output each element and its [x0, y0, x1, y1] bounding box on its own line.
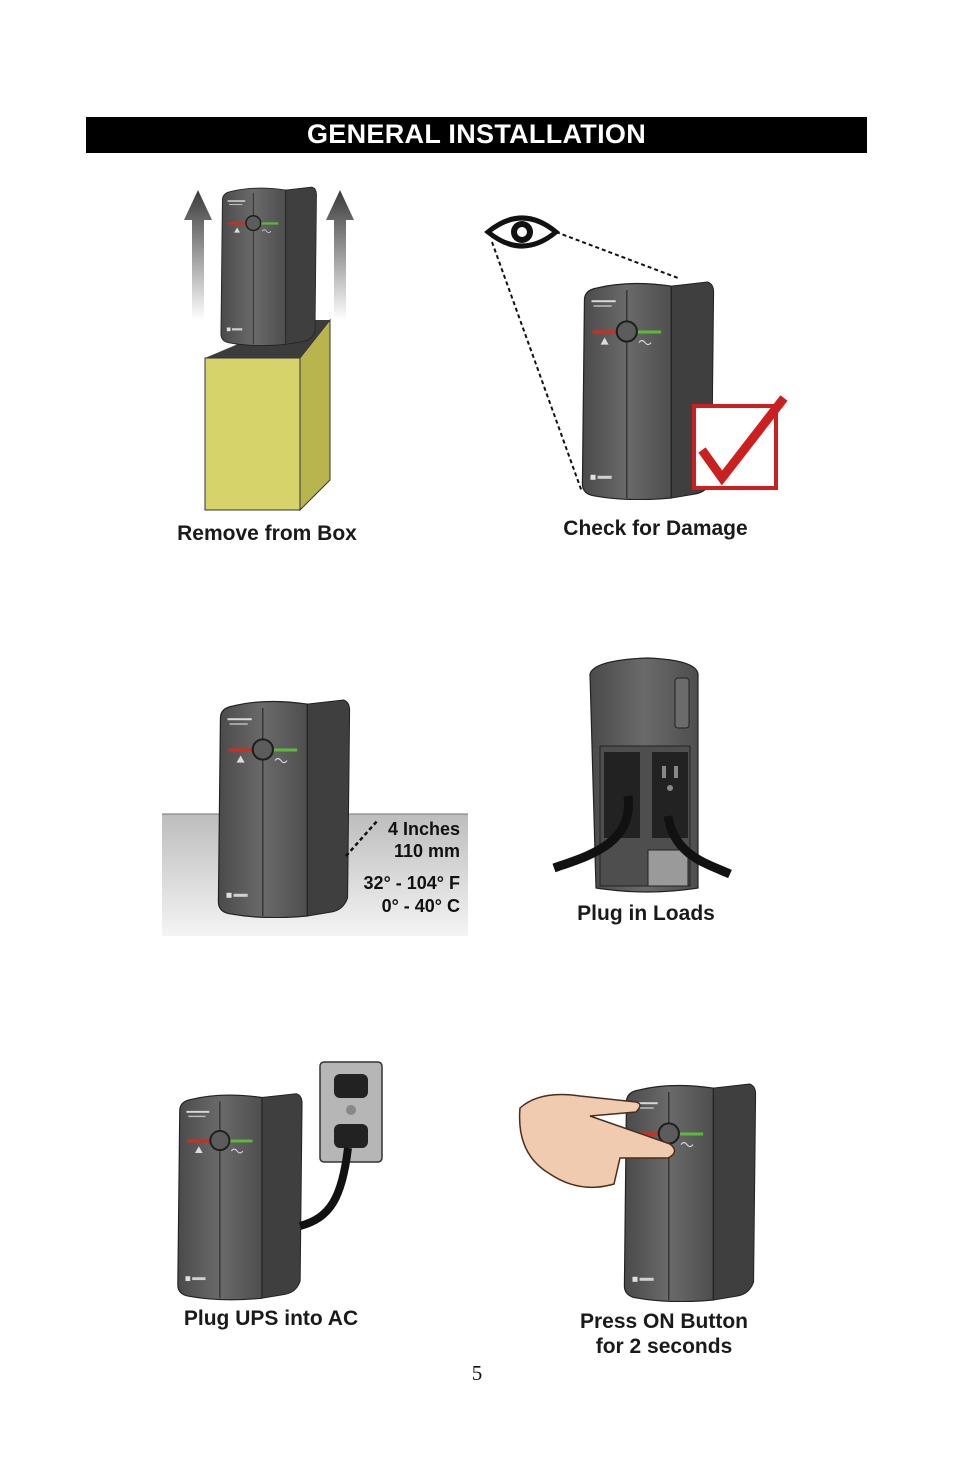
caption-plug-ups-into-ac: Plug UPS into AC: [183, 1307, 359, 1330]
pointing-hand-icon: [518, 1093, 676, 1189]
page-number: 5: [471, 1361, 483, 1385]
step-check-for-damage: [484, 210, 788, 510]
plug-in-loads-illustration: [552, 657, 732, 893]
power-cord: [298, 1147, 352, 1230]
caption-press-on-button-line1: Press ON Button: [579, 1310, 749, 1333]
clearance-illustration: [162, 699, 468, 936]
wall-outlet-icon: [319, 1061, 383, 1163]
section-title: GENERAL INSTALLATION: [307, 119, 646, 149]
eye-icon: [484, 215, 560, 249]
remove-from-box-illustration: [184, 186, 354, 512]
power-cord-right: [663, 815, 732, 879]
header-rule: [86, 152, 867, 153]
up-arrow-left-icon: [184, 190, 212, 320]
power-cord-left: [552, 795, 633, 873]
up-arrow-right-icon: [326, 190, 354, 320]
caption-plug-in-loads: Plug in Loads: [577, 902, 715, 925]
caption-remove-from-box: Remove from Box: [177, 522, 357, 545]
clearance-distance-in: 4 Inches: [387, 819, 460, 839]
plug-into-ac-illustration: [176, 1061, 383, 1301]
caption-check-for-damage: Check for Damage: [563, 517, 748, 540]
step-plug-ups-into-ac: [170, 1058, 390, 1308]
step-remove-from-box: [170, 180, 370, 520]
outlet-icon: [604, 752, 688, 838]
checkmark-icon: [692, 395, 788, 490]
check-for-damage-illustration: [484, 215, 788, 500]
temperature-range-f: 32° - 104° F: [363, 873, 460, 893]
step-plug-in-loads: [548, 656, 738, 898]
press-on-button-illustration: [518, 1083, 757, 1302]
step-press-on-button: [510, 1074, 760, 1306]
section-header-bar: GENERAL INSTALLATION: [86, 117, 867, 152]
step-clearance: [162, 696, 468, 936]
caption-press-on-button-line2: for 2 seconds: [595, 1335, 733, 1358]
temperature-range-c: 0° - 40° C: [381, 896, 460, 916]
clearance-distance-mm: 110 mm: [393, 841, 460, 861]
